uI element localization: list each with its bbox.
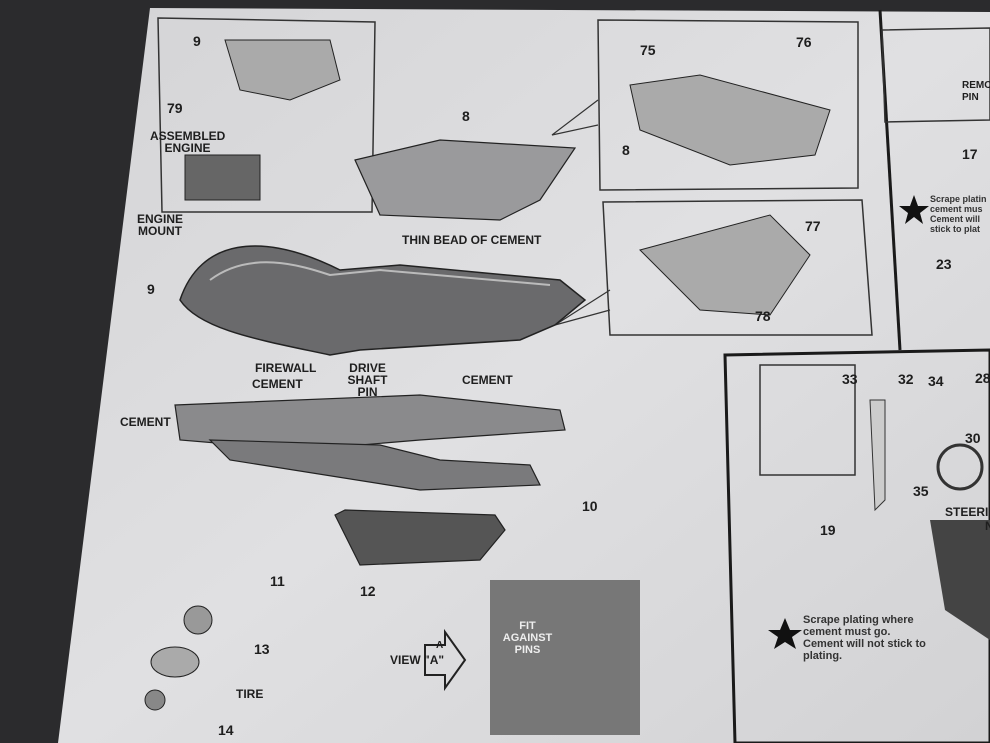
inset-panel-top-left bbox=[157, 17, 376, 213]
part-number: 28 bbox=[975, 370, 990, 386]
note-scrape-plating: Scrape platin cement mus Cement will sti… bbox=[930, 194, 987, 234]
part-number: 23 bbox=[936, 256, 952, 272]
label-cement: CEMENT bbox=[462, 373, 513, 387]
inset-panel-skeleton-top bbox=[881, 27, 990, 123]
part-number: 78 bbox=[755, 308, 771, 324]
part-number: 9 bbox=[147, 281, 155, 297]
label-thin-bead-cement: THIN BEAD OF CEMENT bbox=[402, 233, 542, 247]
label-cement: CEMENT bbox=[252, 377, 303, 391]
star-icon bbox=[899, 195, 929, 224]
part-number: 32 bbox=[898, 371, 914, 387]
part-number: 76 bbox=[796, 34, 812, 50]
label-firewall: FIREWALL bbox=[255, 361, 317, 375]
inset-panel-seats bbox=[597, 19, 859, 191]
label-engine-mount: ENGINE MOUNT bbox=[136, 212, 183, 238]
part-number: 14 bbox=[218, 722, 234, 738]
label-steering-n: N bbox=[985, 519, 990, 533]
view-a-arrow-letter: A bbox=[436, 640, 444, 651]
part-number: 30 bbox=[965, 430, 981, 446]
label-remove-pins: REMO PIN bbox=[962, 80, 990, 103]
label-drive-shaft-pin: DRIVE SHAFT PIN bbox=[347, 361, 388, 399]
star-icon bbox=[768, 618, 802, 649]
label-cement: CEMENT bbox=[120, 415, 171, 429]
part-number: 19 bbox=[820, 522, 836, 538]
view-a-box bbox=[490, 580, 640, 735]
label-assembled-engine: ASSEMBLED ENGINE bbox=[150, 129, 226, 155]
part-number: 8 bbox=[462, 108, 470, 124]
label-steering: STEERI bbox=[945, 505, 989, 519]
label-fit-against-pins: FIT AGAINST PINS bbox=[502, 620, 553, 656]
part-number: 79 bbox=[167, 100, 183, 116]
paper bbox=[58, 8, 990, 743]
note-scrape-plating: Scrape plating where cement must go. Cem… bbox=[803, 614, 926, 662]
label-tire: TIRE bbox=[236, 687, 264, 701]
step-panel-skeleton bbox=[723, 348, 990, 743]
part-number: 9 bbox=[193, 33, 201, 49]
part-number: 75 bbox=[640, 42, 656, 58]
part-number: 77 bbox=[805, 218, 821, 234]
part-number: 35 bbox=[913, 483, 929, 499]
inset-panel-grille bbox=[602, 199, 873, 336]
part-number: 12 bbox=[360, 583, 376, 599]
part-number: 34 bbox=[928, 373, 944, 389]
part-number: 17 bbox=[962, 146, 978, 162]
part-number: 10 bbox=[582, 498, 598, 514]
label-view-a: VIEW "A" bbox=[390, 653, 445, 667]
part-number: 11 bbox=[270, 573, 285, 589]
part-number: 8 bbox=[622, 142, 630, 158]
part-number: 13 bbox=[254, 641, 270, 657]
part-number: 33 bbox=[842, 371, 858, 387]
